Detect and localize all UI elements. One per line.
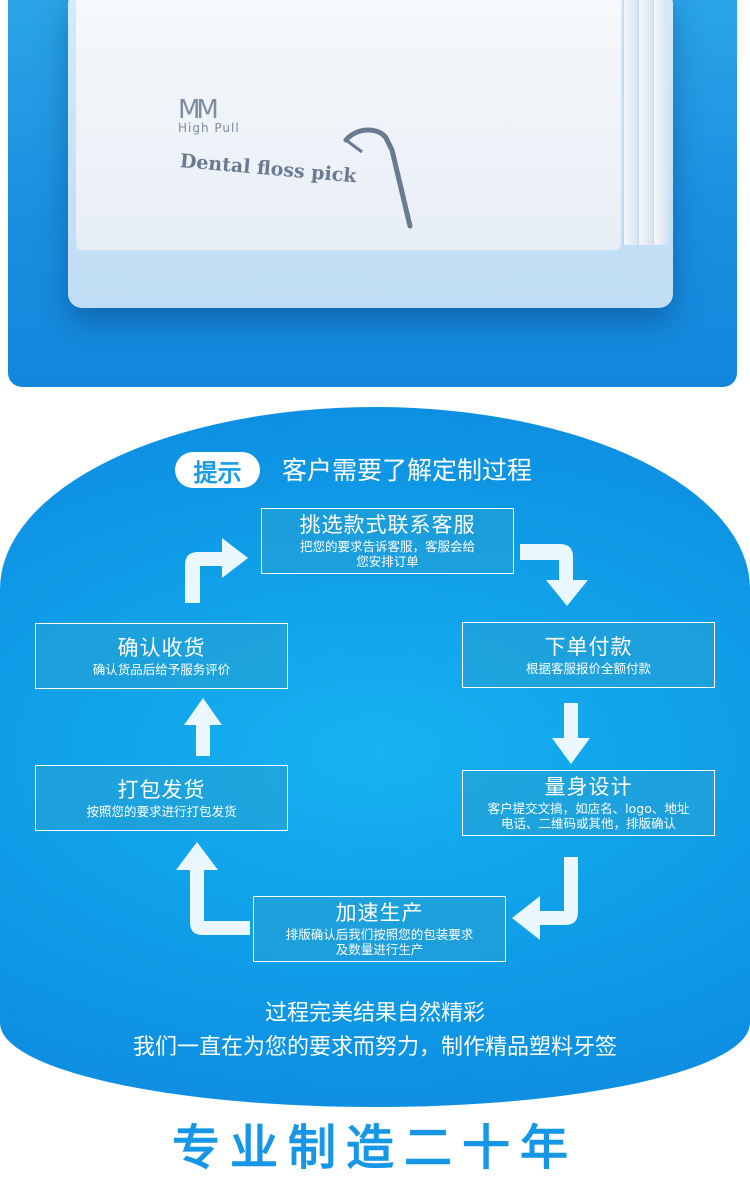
- step-description: 排版确认后我们按照您的包装要求 及数量进行生产: [285, 927, 474, 957]
- arrow-icon: [184, 698, 222, 756]
- floss-sleeve: [623, 0, 638, 245]
- tip-badge: 提示: [175, 452, 260, 488]
- product-photo: MM High Pull Dental floss pick: [8, 0, 737, 387]
- step-description: 按照您的要求进行打包发货: [86, 803, 237, 819]
- process-footer-line1: 过程完美结果自然精彩: [264, 1001, 485, 1026]
- arrow-icon: [520, 544, 588, 606]
- step-title: 下单付款: [544, 634, 633, 659]
- arrow-icon: [512, 857, 578, 940]
- tip-heading: 客户需要了解定制过程: [282, 456, 533, 485]
- step-card: 下单付款 根据客服报价全额付款: [462, 622, 715, 688]
- step-description: 确认货品后给予服务评价: [92, 661, 231, 677]
- step-title: 打包发货: [117, 777, 206, 802]
- step-card: 打包发货 按照您的要求进行打包发货: [35, 765, 288, 831]
- floss-box-inner: [76, 0, 621, 250]
- step-card: 加速生产 排版确认后我们按照您的包装要求 及数量进行生产: [253, 896, 506, 962]
- brand-logo: MM High Pull: [178, 95, 240, 135]
- step-title: 挑选款式联系客服: [299, 513, 476, 537]
- step-description: 客户提交文搞，如店名、logo、地址 电话、二维码或其他，排版确认: [487, 801, 690, 831]
- logo-mark: MM: [178, 95, 219, 125]
- step-title: 确认收货: [117, 635, 206, 660]
- floss-box: [68, 0, 673, 308]
- step-description: 根据客服报价全额付款: [525, 660, 651, 676]
- brand-name: High Pull: [178, 121, 240, 135]
- arrow-icon: [176, 842, 250, 935]
- step-title: 加速生产: [335, 901, 424, 925]
- next-section-title: 专业制造二十年: [171, 1120, 578, 1176]
- process-footer-line2: 我们一直在为您的要求而努力，制作精品塑料牙签: [132, 1035, 617, 1060]
- floss-sleeve: [653, 0, 668, 245]
- step-description: 把您的要求告诉客服，客服会给 您安排订单: [299, 539, 475, 569]
- step-title: 量身设计: [544, 775, 633, 799]
- arrow-icon: [185, 538, 248, 603]
- step-card: 挑选款式联系客服 把您的要求告诉客服，客服会给 您安排订单: [261, 508, 514, 574]
- floss-pick-icon: [343, 127, 413, 229]
- floss-sleeve: [638, 0, 653, 245]
- step-card: 量身设计 客户提交文搞，如店名、logo、地址 电话、二维码或其他，排版确认: [462, 770, 715, 836]
- arrow-icon: [552, 703, 590, 764]
- step-card: 确认收货 确认货品后给予服务评价: [35, 623, 288, 689]
